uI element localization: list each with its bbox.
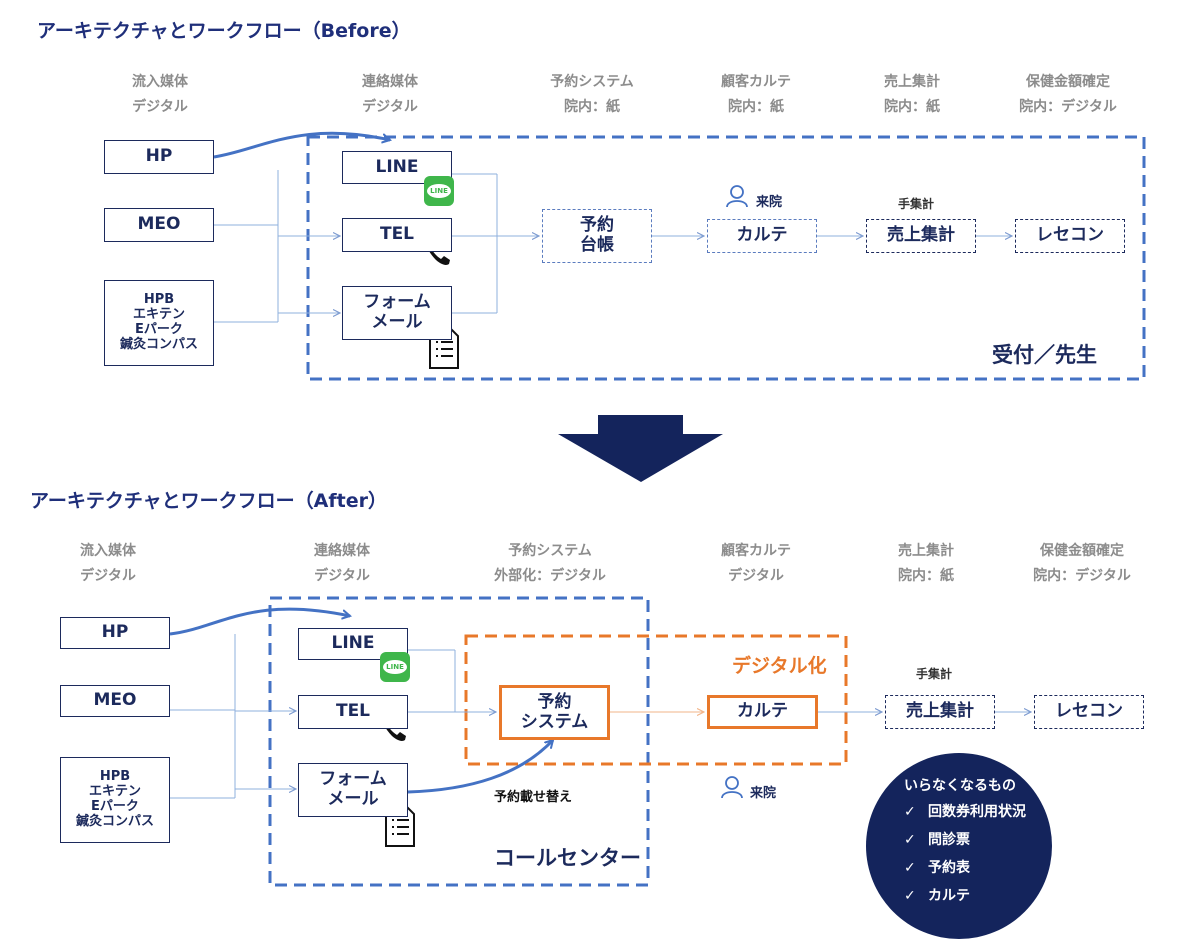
before-header-inflow: 流入媒体 デジタル (90, 70, 230, 120)
after-source-hp: HP (60, 617, 170, 649)
header-line-1: 売上集計 (884, 74, 940, 90)
header-line-1: 流入媒体 (80, 543, 136, 559)
header-line-1: 予約システム (550, 74, 634, 90)
header-line-2: デジタル (362, 99, 418, 115)
header-line-1: 流入媒体 (132, 74, 188, 90)
after-title: アーキテクチャとワークフロー（After） (30, 490, 387, 512)
after-contact-form: フォーム メール (298, 763, 408, 817)
line-app-icon: LINE (380, 652, 410, 682)
header-line-2: デジタル (80, 568, 136, 584)
before-zone-frame (306, 135, 1146, 381)
before-source-portals: HPB エキテン Eパーク 鍼灸コンパス (104, 280, 214, 366)
before-zone-label: 受付／先生 (992, 343, 1097, 367)
before-contact-tel: TEL (342, 218, 452, 252)
header-line-2: 院内：紙 (564, 99, 620, 115)
header-line-2: デジタル (728, 568, 784, 584)
person-icon (721, 776, 743, 799)
after-contact-tel: TEL (298, 695, 408, 729)
after-reservation-system: 予約 システム (499, 685, 610, 740)
after-digital-label: デジタル化 (732, 655, 827, 677)
before-header-insurance: 保健金額確定 院内：デジタル (998, 70, 1138, 120)
removed-item-label: 問診票 (928, 832, 970, 848)
after-sales-total: 売上集計 (885, 695, 995, 729)
removed-item-label: カルテ (928, 888, 970, 904)
header-line-2: 外部化：デジタル (494, 568, 606, 584)
removed-item: ✓ カルテ (904, 885, 970, 905)
removed-item: ✓ 予約表 (904, 857, 970, 877)
before-sales-total: 売上集計 (866, 219, 976, 253)
before-title: アーキテクチャとワークフロー（Before） (37, 20, 411, 42)
before-reservation-ledger: 予約 台帳 (542, 209, 652, 263)
before-manual-note: 手集計 (898, 197, 935, 211)
after-visit-label: 来院 (750, 786, 777, 801)
after-rececon: レセコン (1034, 695, 1144, 729)
check-icon: ✓ (904, 888, 916, 904)
check-icon: ✓ (904, 832, 916, 848)
header-line-1: 保健金額確定 (1040, 543, 1124, 559)
line-badge-text: LINE (383, 660, 407, 674)
after-manual-note: 手集計 (916, 667, 953, 681)
before-header-reservation: 予約システム 院内：紙 (522, 70, 662, 120)
after-header-contact: 連絡媒体 デジタル (272, 539, 412, 589)
person-icon (726, 185, 748, 208)
header-line-2: 院内：デジタル (1019, 99, 1117, 115)
after-callcenter-frame (268, 596, 650, 887)
before-header-karte: 顧客カルテ 院内：紙 (686, 70, 826, 120)
after-hp-to-line-curve (169, 607, 350, 636)
removed-item-label: 回数券利用状況 (928, 804, 1026, 820)
before-karte: カルテ (707, 219, 817, 253)
header-line-1: 顧客カルテ (721, 74, 791, 90)
line-badge-text: LINE (427, 184, 451, 198)
after-header-insurance: 保健金額確定 院内：デジタル (1012, 539, 1152, 589)
header-line-1: 予約システム (508, 543, 592, 559)
after-transfer-note: 予約載せ替え (494, 790, 573, 805)
before-source-meo: MEO (104, 208, 214, 242)
header-line-1: 連絡媒体 (314, 543, 370, 559)
before-rececon: レセコン (1015, 219, 1125, 253)
removed-item: ✓ 回数券利用状況 (904, 801, 1026, 821)
removed-items-circle: いらなくなるもの ✓ 回数券利用状況 ✓ 問診票 ✓ 予約表 ✓ カルテ (866, 753, 1052, 939)
header-line-1: 顧客カルテ (721, 543, 791, 559)
check-icon: ✓ (904, 804, 916, 820)
before-header-contact: 連絡媒体 デジタル (320, 70, 460, 120)
before-contact-form: フォーム メール (342, 286, 452, 340)
removed-item-label: 予約表 (928, 860, 970, 876)
before-visit-label: 来院 (756, 195, 783, 210)
after-digital-frame (464, 634, 848, 766)
header-line-2: 院内：紙 (884, 99, 940, 115)
header-line-1: 連絡媒体 (362, 74, 418, 90)
removed-items-title: いらなくなるもの (904, 778, 1016, 794)
after-form-to-reservation-curve (407, 740, 553, 794)
after-header-inflow: 流入媒体 デジタル (38, 539, 178, 589)
check-icon: ✓ (904, 860, 916, 876)
header-line-2: 院内：デジタル (1033, 568, 1131, 584)
header-line-2: デジタル (132, 99, 188, 115)
before-source-hp: HP (104, 140, 214, 174)
after-header-karte: 顧客カルテ デジタル (686, 539, 826, 589)
header-line-1: 売上集計 (898, 543, 954, 559)
line-app-icon: LINE (424, 176, 454, 206)
after-header-sales: 売上集計 院内：紙 (856, 539, 996, 589)
before-hp-to-line-curve (213, 131, 390, 159)
after-karte: カルテ (707, 695, 818, 729)
before-header-sales: 売上集計 院内：紙 (842, 70, 982, 120)
header-line-2: デジタル (314, 568, 370, 584)
after-zone-label: コールセンター (494, 846, 641, 870)
header-line-2: 院内：紙 (898, 568, 954, 584)
header-line-2: 院内：紙 (728, 99, 784, 115)
after-header-reservation: 予約システム 外部化：デジタル (470, 539, 630, 589)
removed-item: ✓ 問診票 (904, 829, 970, 849)
transition-down-arrow (558, 415, 723, 482)
after-source-portals: HPB エキテン Eパーク 鍼灸コンパス (60, 757, 170, 843)
after-source-meo: MEO (60, 685, 170, 717)
header-line-1: 保健金額確定 (1026, 74, 1110, 90)
